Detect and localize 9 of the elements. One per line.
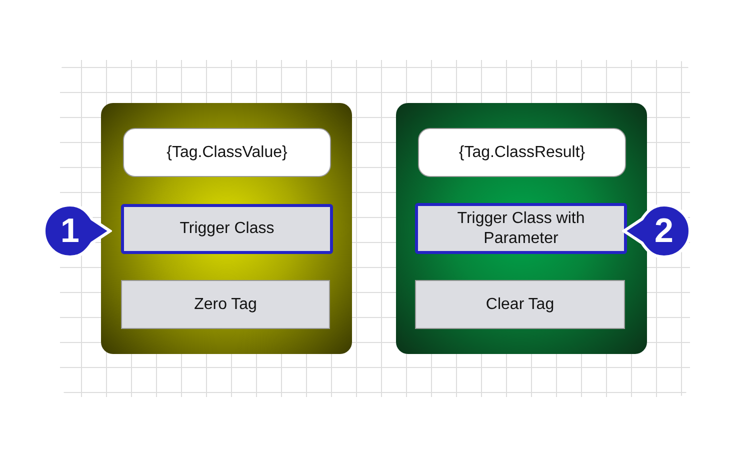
callout-number: 2: [622, 203, 692, 259]
action-button: Clear Tag: [415, 280, 625, 329]
action-button: Trigger Class: [121, 204, 333, 254]
action-button: Zero Tag: [121, 280, 330, 329]
action-button: Trigger Class with Parameter: [415, 203, 627, 254]
text-display-field: {Tag.ClassResult}: [418, 128, 626, 177]
panel-card: [396, 103, 647, 354]
panel-card: [101, 103, 352, 354]
text-display-field: {Tag.ClassValue}: [123, 128, 331, 177]
